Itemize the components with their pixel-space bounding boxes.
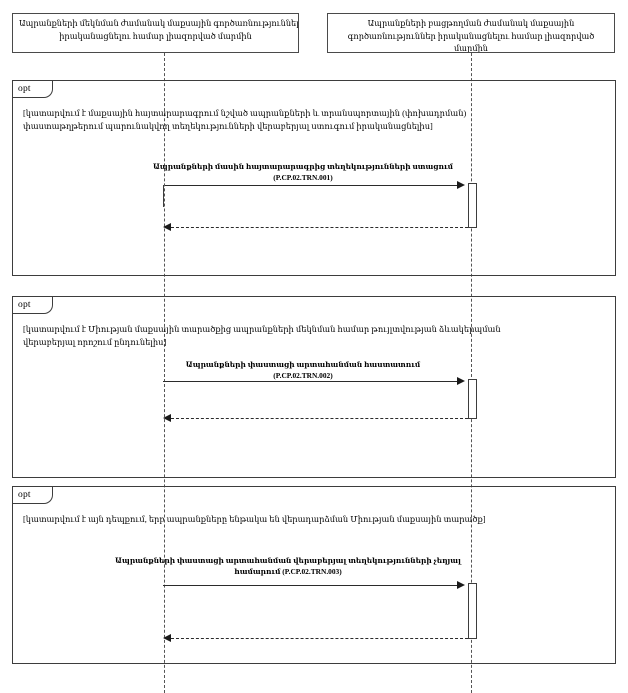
- activation-bar-2: [468, 379, 477, 419]
- lifeline-head-departure-line-2: իրականացնելու համար լիազորված մարմին: [59, 31, 252, 41]
- fragment-operator-label-3: opt: [13, 487, 53, 504]
- fragment-guard-2: [կատարվում է Միության մաքսային տարածքից …: [23, 323, 609, 349]
- lifeline-head-release-line-3: մարմին: [454, 44, 488, 53]
- message-call-arrowhead-2: [457, 377, 465, 385]
- message-call-arrowhead-1: [457, 181, 465, 189]
- opt-fragment-3: opt [կատարվում է այն դեպքում, երբ ապրանք…: [12, 486, 616, 664]
- fragment-guard-2-line-1: [կատարվում է Միության մաքսային տարածքից …: [23, 325, 501, 334]
- fragment-operator-label-2: opt: [13, 297, 53, 314]
- message-label-1-line-2: (P.CP.02.TRN.001): [273, 173, 333, 182]
- message-return-arrowhead-3: [163, 634, 171, 642]
- message-label-3-line-1: Ապրանքների փաստացի արտահանման վերաբերյալ…: [115, 556, 461, 565]
- message-label-1-line-1: Ապրանքների մասին հայտարարագրից տեղեկությ…: [152, 162, 454, 171]
- fragment-guard-2-line-2: վերաբերյալ որոշում ընդունելիս]: [23, 338, 167, 347]
- message-label-3: Ապրանքների փաստացի արտահանման վերաբերյալ…: [73, 555, 503, 577]
- lifeline-departure: [164, 53, 165, 693]
- fragment-guard-1-line-1: [կատարվում է մաքսային հայտարարագրում նշվ…: [23, 109, 467, 118]
- lifeline-head-release-line-2: գործառնություններ իրականացնելու համար լի…: [347, 31, 595, 41]
- message-return-line-2: [171, 418, 468, 419]
- message-label-1: Ապրանքների մասին հայտարարագրից տեղեկությ…: [88, 161, 518, 183]
- message-call-line-1: [165, 185, 461, 186]
- message-label-3-line-2: համարում (P.CP.02.TRN.003): [234, 567, 342, 576]
- opt-fragment-2: opt [կատարվում է Միության մաքսային տարած…: [12, 296, 616, 478]
- lifeline-head-release-control-body: Ապրանքների բացթողման ժամանակ մաքսային գո…: [327, 13, 615, 53]
- fragment-guard-3: [կատարվում է այն դեպքում, երբ ապրանքները…: [23, 513, 609, 526]
- lifeline-head-departure-line-1: Ապրանքների մեկնման ժամանակ մաքսային գործ…: [19, 19, 299, 28]
- message-return-line-1: [171, 227, 468, 228]
- fragment-operator-label-1: opt: [13, 81, 53, 98]
- message-source-tick-1: [163, 185, 173, 207]
- lifeline-head-departure-control-body: Ապրանքների մեկնման ժամանակ մաքսային գործ…: [12, 13, 299, 53]
- message-call-arrowhead-3: [457, 581, 465, 589]
- fragment-guard-1-line-2: փաստաթղթերում պարունակվող տեղեկություննե…: [23, 122, 433, 131]
- message-call-line-2: [163, 381, 461, 382]
- lifeline-head-release-line-1: Ապրանքների բացթողման ժամանակ մաքսային: [367, 19, 575, 28]
- message-call-line-3: [163, 585, 461, 586]
- message-label-2-line-2: (P.CP.02.TRN.002): [273, 371, 333, 380]
- message-label-2-line-1: Ապրանքների փաստացի արտահանման հաստատում: [185, 360, 421, 369]
- message-return-arrowhead-1: [163, 223, 171, 231]
- message-return-arrowhead-2: [163, 414, 171, 422]
- message-label-2: Ապրանքների փաստացի արտահանման հաստատում …: [88, 359, 518, 381]
- activation-bar-1: [468, 183, 477, 228]
- fragment-guard-1: [կատարվում է մաքսային հայտարարագրում նշվ…: [23, 107, 609, 133]
- lifeline-release: [471, 53, 472, 693]
- activation-bar-3: [468, 583, 477, 639]
- fragment-guard-3-line-1: [կատարվում է այն դեպքում, երբ ապրանքները…: [23, 515, 486, 524]
- opt-fragment-1: opt [կատարվում է մաքսային հայտարարագրում…: [12, 80, 616, 276]
- message-return-line-3: [171, 638, 468, 639]
